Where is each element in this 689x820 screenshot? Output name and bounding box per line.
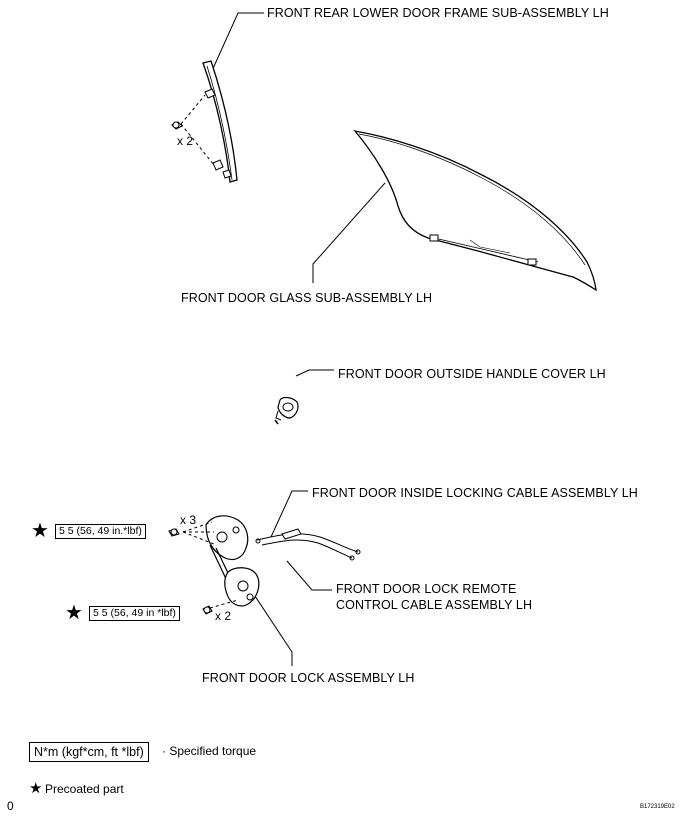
leader-lock	[246, 583, 293, 666]
leader-remote-cable	[286, 560, 332, 591]
cables-part	[255, 528, 361, 561]
label-remote-cable-1: FRONT DOOR LOCK REMOTE	[336, 582, 517, 596]
label-door-frame: FRONT REAR LOWER DOOR FRAME SUB-ASSEMBLY…	[267, 6, 609, 20]
legend-torque-desc: · Specified torque	[162, 744, 257, 758]
leader-handle	[295, 369, 334, 377]
torque-spec-lower: 5 5 (56, 49 in *lbf)	[89, 606, 180, 621]
handle-cover-part	[274, 396, 299, 425]
legend-precoated-desc: Precoated part	[45, 782, 124, 796]
label-inside-cable: FRONT DOOR INSIDE LOCKING CABLE ASSEMBLY…	[312, 486, 638, 500]
leader-glass	[312, 182, 386, 283]
torque-spec-upper: 5 5 (56, 49 in.*lbf)	[55, 524, 146, 539]
door-lock-part	[168, 515, 260, 615]
qty-lock-screws-upper: x 3	[180, 513, 197, 527]
label-handle-cover: FRONT DOOR OUTSIDE HANDLE COVER LH	[338, 367, 606, 381]
precoated-star-icon: ★	[31, 520, 49, 542]
leader-lines	[210, 12, 386, 666]
door-frame-part	[171, 60, 238, 183]
precoated-star-icon: ★	[65, 602, 83, 624]
label-remote-cable-2: CONTROL CABLE ASSEMBLY LH	[336, 598, 533, 612]
leader-inside-cable	[270, 490, 308, 538]
qty-lock-screw-lower: x 2	[215, 609, 232, 623]
legend-star-icon: ★	[29, 780, 43, 797]
door-glass-part	[353, 130, 597, 292]
label-door-lock: FRONT DOOR LOCK ASSEMBLY LH	[202, 671, 415, 685]
label-door-glass: FRONT DOOR GLASS SUB-ASSEMBLY LH	[181, 291, 433, 305]
qty-frame-screws: x 2	[177, 134, 194, 148]
legend-torque-unit: N*m (kgf*cm, ft *lbf)	[29, 742, 149, 762]
corner-mark: 0	[7, 799, 14, 813]
figure-id: B172319E02	[640, 804, 675, 810]
leader-frame	[210, 12, 264, 74]
